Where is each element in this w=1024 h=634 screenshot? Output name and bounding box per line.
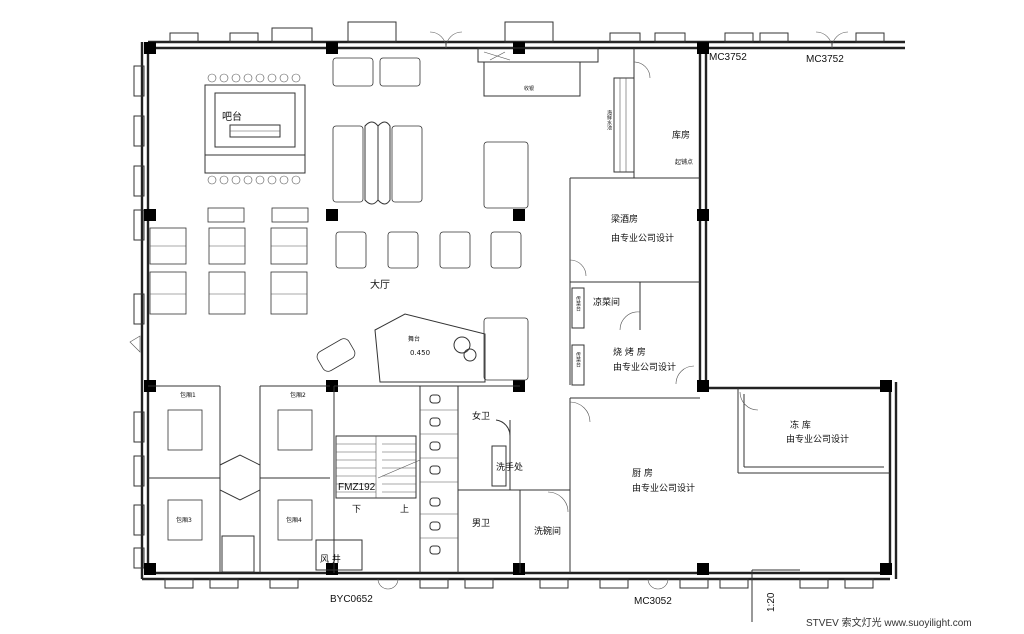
private-room-tables — [167, 409, 313, 573]
label-private-3: 包厢3 — [176, 516, 192, 524]
label-counter: 收银 — [524, 85, 534, 92]
door-swings — [129, 31, 849, 590]
label-stage: 舞台 — [408, 335, 420, 343]
room-labels: 吧台 大厅 库房 起铺点 梁酒房 由专业公司设计 凉菜间 烧 烤 房 由专业公司… — [176, 85, 849, 565]
booth-seating — [332, 57, 529, 381]
label-kitchen: 厨 房 — [632, 467, 653, 479]
label-down: 下 — [352, 505, 361, 515]
label-cold-storage: 冻 库 — [790, 419, 811, 431]
label-private-1: 包厢1 — [180, 391, 196, 399]
label-cold-dish: 凉菜间 — [593, 296, 620, 308]
code-fmz192: FMZ192 — [338, 482, 376, 493]
label-shaft: 风 井 — [320, 553, 341, 565]
dining-tables — [207, 207, 522, 269]
service-counter — [477, 47, 599, 97]
label-liquor-room: 梁酒房 — [611, 213, 638, 225]
scale-label: 1:20 — [766, 592, 777, 612]
label-liquor-sub: 由专业公司设计 — [611, 232, 674, 244]
label-private-2: 包厢2 — [290, 391, 306, 399]
code-mc3052: MC3052 — [634, 596, 672, 607]
code-mc3752-b: MC3752 — [806, 54, 844, 65]
label-womens-wc: 女卫 — [472, 410, 490, 422]
code-byc0652: BYC0652 — [330, 594, 373, 605]
exterior-walls — [140, 40, 905, 581]
window-bays — [133, 21, 885, 589]
door-window-codes: MC3752 MC3752 FMZ192 BYC0652 MC3052 1:20 — [330, 52, 844, 612]
label-private-4: 包厢4 — [286, 516, 302, 524]
label-dish-wash: 洗碗间 — [534, 525, 561, 537]
scale-bar — [751, 569, 800, 622]
stage-platform — [316, 313, 486, 383]
label-pass-window-1: 传菜台 — [575, 295, 581, 312]
label-kitchen-sub: 由专业公司设计 — [632, 482, 695, 494]
label-cold-storage-sub: 由专业公司设计 — [786, 433, 849, 445]
label-bbq-sub: 由专业公司设计 — [613, 361, 676, 373]
label-up: 上 — [400, 504, 409, 515]
staircase — [315, 435, 421, 571]
label-mens-wc: 男卫 — [472, 518, 490, 529]
label-pass-window-2: 传菜台 — [575, 351, 581, 368]
label-seafood: 海鲜水池 — [606, 109, 612, 130]
sofa-booths — [149, 227, 308, 315]
structural-columns — [144, 42, 892, 575]
label-bar: 吧台 — [222, 110, 242, 123]
interior-partitions — [148, 48, 890, 573]
bar-counter — [204, 73, 306, 185]
watermark: STVEV 索文灯光 www.suoyilight.com — [806, 616, 972, 629]
label-washroom: 洗手处 — [496, 461, 523, 473]
label-storage: 库房 — [672, 129, 690, 141]
label-hall: 大厅 — [370, 278, 390, 291]
toilet-stalls — [420, 394, 511, 555]
code-mc3752-a: MC3752 — [709, 52, 747, 63]
label-storage-note: 起铺点 — [675, 158, 693, 166]
label-bbq-room: 烧 烤 房 — [613, 346, 646, 358]
label-stage-level: 0.450 — [410, 349, 430, 357]
